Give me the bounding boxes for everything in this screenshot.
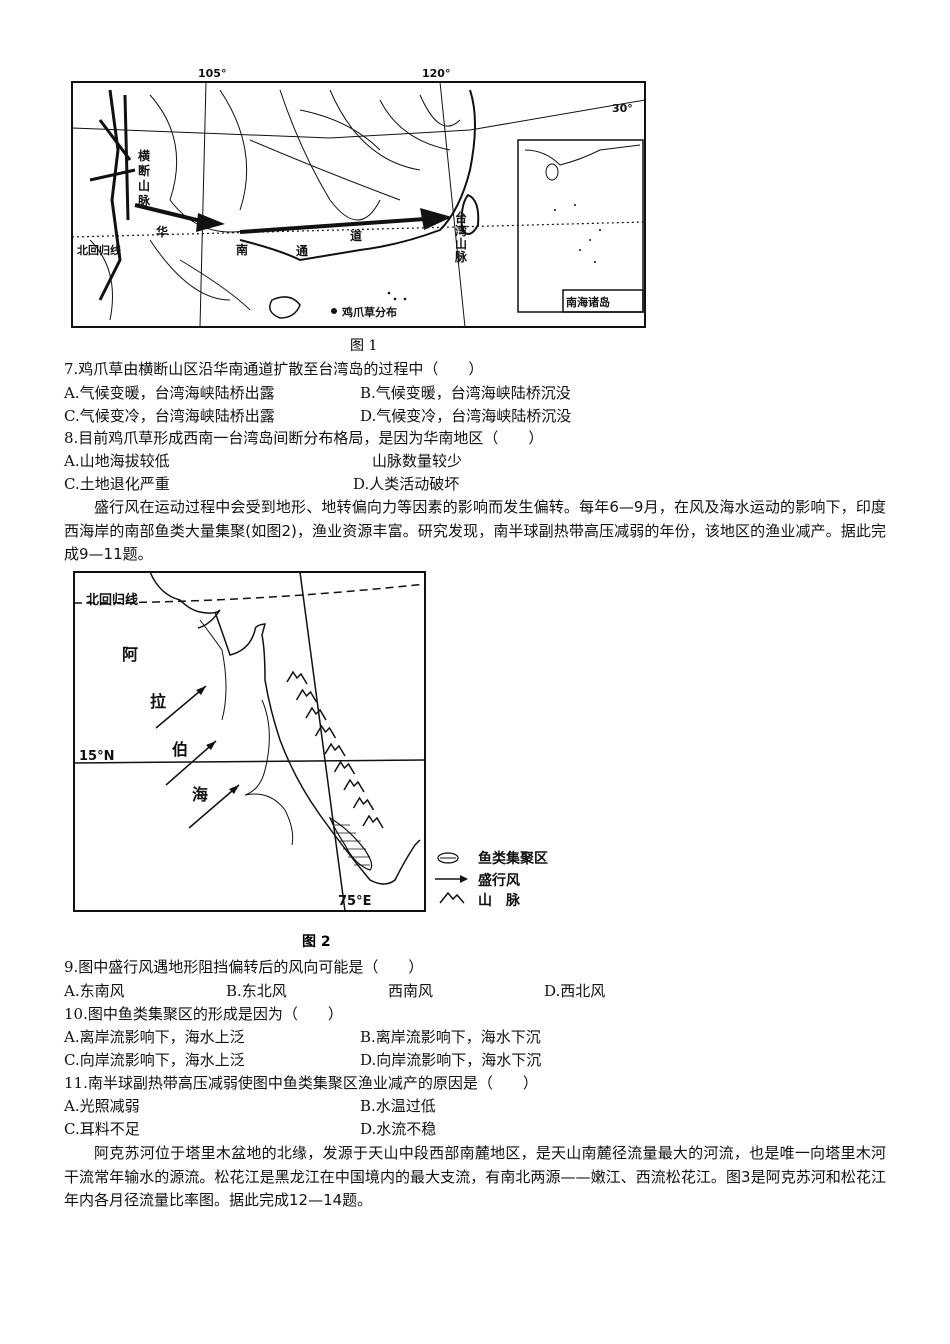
svg-text:山 脉: 山 脉	[478, 892, 521, 909]
fish-area-icon	[437, 852, 459, 864]
figures: 105° 120° 30° 北回归线 横 断 山 脉 华 南 通 道 台 湾 山…	[71, 67, 646, 950]
q11-stem: 11.南半球副热带高压减弱使图中鱼类集聚区渔业减产的原因是（ ）	[64, 1074, 538, 1092]
q11-option-b[interactable]: B.水温过低	[360, 1097, 436, 1115]
svg-text:北回归线: 北回归线	[86, 592, 138, 608]
mountain-symbol	[324, 742, 346, 757]
q8-stem: 8.目前鸡爪草形成西南一台湾岛间断分布格局，是因为华南地区（ ）	[64, 429, 544, 447]
mountain-symbol	[343, 778, 365, 793]
svg-text:30°: 30°	[612, 102, 633, 115]
q10-option-b[interactable]: B.离岸流影响下，海水下沉	[360, 1028, 541, 1046]
q7-option-b[interactable]: B.气候变暖，台湾海峡陆桥沉没	[360, 384, 571, 402]
q10-stem: 10.图中鱼类集聚区的形成是因为（ ）	[64, 1005, 343, 1023]
svg-text:脉: 脉	[137, 193, 151, 208]
q10-option-d[interactable]: D.向岸流影响下，海水下沉	[360, 1051, 542, 1069]
q7-option-d[interactable]: D.气候变冷，台湾海峡陆桥沉没	[360, 407, 572, 425]
svg-text:山: 山	[138, 178, 150, 193]
q9-option-d[interactable]: D.西北风	[544, 982, 606, 1000]
q11-option-d[interactable]: D.水流不稳	[360, 1120, 437, 1138]
q7-option-a[interactable]: A.气候变暖，台湾海峡陆桥出露	[64, 384, 275, 402]
svg-text:南: 南	[236, 242, 248, 257]
q11-option-c[interactable]: C.耳料不足	[64, 1120, 140, 1138]
figure2-legend: 鱼类集聚区 盛行风 山 脉	[435, 850, 548, 909]
scattered-islands	[331, 204, 601, 314]
q11-option-a[interactable]: A.光照减弱	[64, 1097, 140, 1115]
q8-option-b[interactable]: 山脉数量较少	[372, 452, 463, 470]
q8-option-a[interactable]: A.山地海拔较低	[64, 452, 170, 470]
svg-text:山: 山	[455, 236, 467, 251]
svg-text:75°E: 75°E	[338, 894, 371, 909]
figure2-caption: 图 2	[302, 934, 331, 950]
passage-2: 阿克苏河位于塔里木盆地的北缘，发源于天山中段西部南麓地区，是天山南麓径流量最大的…	[64, 1144, 886, 1209]
passage-1: 盛行风在运动过程中会受到地形、地转偏向力等因素的影响而发生偏转。每年6—9月，在…	[64, 498, 886, 563]
legend-dot-icon	[331, 308, 337, 314]
q8-option-c[interactable]: C.土地退化严重	[64, 475, 170, 493]
svg-text:南海诸岛: 南海诸岛	[566, 295, 610, 309]
svg-text:湾: 湾	[455, 223, 467, 238]
svg-text:脉: 脉	[454, 249, 468, 264]
svg-text:北回归线: 北回归线	[77, 243, 121, 257]
svg-text:华: 华	[156, 224, 168, 239]
q8-option-d[interactable]: D.人类活动破坏	[353, 475, 460, 493]
svg-text:鸡爪草分布: 鸡爪草分布	[341, 305, 397, 319]
figure2-map	[73, 571, 426, 912]
svg-text:道: 道	[350, 228, 362, 243]
svg-text:阿: 阿	[122, 645, 138, 664]
figure1-caption: 图 1	[350, 338, 377, 354]
svg-text:盛行风: 盛行风	[478, 872, 520, 889]
figure1-map	[71, 81, 646, 328]
q7-option-c[interactable]: C.气候变冷，台湾海峡陆桥出露	[64, 407, 275, 425]
mountain-symbol	[333, 760, 356, 775]
q9-option-b[interactable]: B.东北风	[226, 982, 287, 1000]
svg-text:台: 台	[455, 210, 467, 225]
mountain-symbol	[305, 706, 327, 721]
svg-text:断: 断	[138, 163, 150, 178]
svg-text:海: 海	[192, 785, 208, 804]
fish-area	[328, 816, 373, 871]
svg-text:120°: 120°	[422, 67, 450, 80]
mountain-symbol	[352, 796, 375, 811]
mountain-icon	[439, 891, 465, 904]
q9-option-a[interactable]: A.东南风	[64, 982, 125, 1000]
svg-text:伯: 伯	[172, 740, 188, 759]
q7-stem: 7.鸡爪草由横断山区沿华南通道扩散至台湾岛的过程中（ ）	[64, 360, 484, 378]
mountain-symbol	[362, 814, 384, 829]
svg-text:鱼类集聚区: 鱼类集聚区	[478, 850, 548, 867]
mountain-symbols	[286, 670, 384, 829]
mountain-symbol	[286, 670, 308, 685]
svg-text:105°: 105°	[198, 67, 226, 80]
mountain-symbol	[295, 688, 318, 703]
q9-stem: 9.图中盛行风遇地形阻挡偏转后的风向可能是（ ）	[64, 958, 424, 976]
svg-text:15°N: 15°N	[79, 749, 114, 764]
svg-text:拉: 拉	[150, 692, 166, 711]
q9-option-c[interactable]: 西南风	[388, 982, 434, 1000]
svg-text:通: 通	[296, 243, 308, 258]
svg-text:横: 横	[138, 148, 151, 163]
q10-option-c[interactable]: C.向岸流影响下，海水上泛	[64, 1051, 245, 1069]
q10-option-a[interactable]: A.离岸流影响下，海水上泛	[64, 1028, 245, 1046]
mountain-symbol	[314, 724, 337, 739]
